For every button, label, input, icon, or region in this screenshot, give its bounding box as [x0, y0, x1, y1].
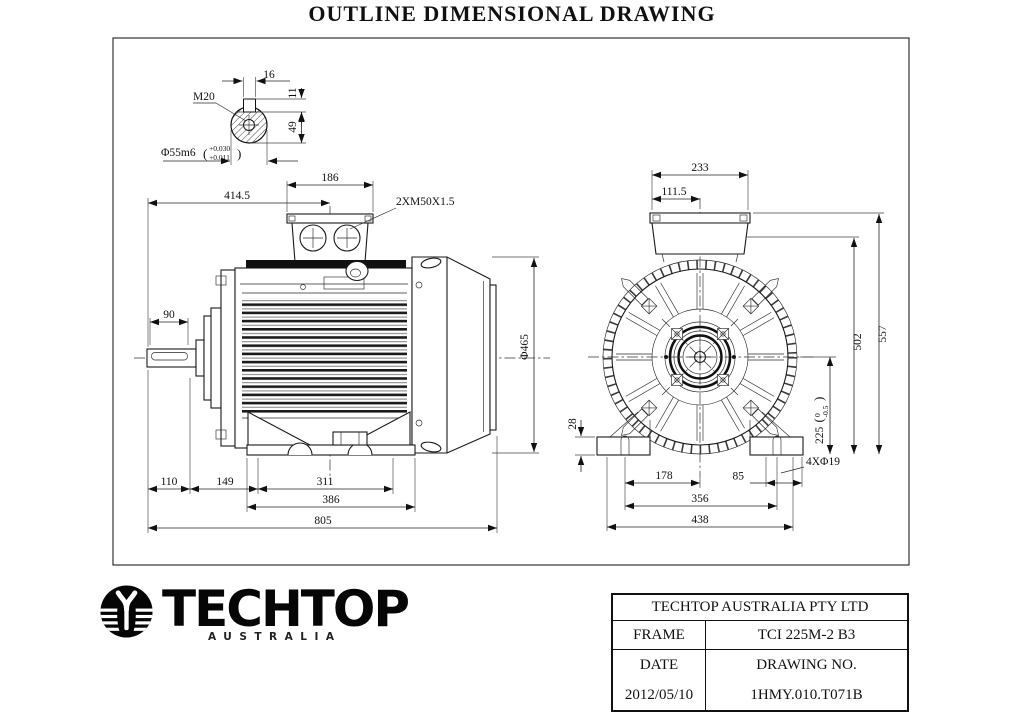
- dim-shaft-tol-upper: +0.030: [209, 144, 230, 153]
- dim-386: 386: [322, 494, 340, 506]
- dim-shaft-height-tol-lower: -0.5: [821, 405, 830, 417]
- dim-438: 438: [691, 514, 709, 526]
- dim-key-height: 11: [287, 87, 299, 98]
- dim-shaft-tol-lower: +0.011: [209, 153, 230, 162]
- dim-502: 502: [852, 333, 864, 351]
- logo-text: TECHTOP AUSTRALIA: [162, 580, 410, 643]
- sheet-border: [112, 37, 910, 566]
- dim-key-depth: 49: [287, 121, 299, 133]
- date-value: 2012/05/10: [624, 686, 694, 703]
- dim-28: 28: [567, 418, 579, 430]
- dim-110: 110: [161, 476, 178, 488]
- sh-paren-close: ): [811, 397, 826, 401]
- dim-178: 178: [655, 470, 673, 482]
- page-title: OUTLINE DIMENSIONAL DRAWING: [308, 1, 716, 26]
- dim-111: 111.5: [661, 186, 686, 198]
- drawing-no-value: 1HMY.010.T071B: [750, 686, 863, 703]
- dim-90: 90: [163, 309, 175, 321]
- tol-paren-close: ): [237, 146, 241, 161]
- side-view-dimensions: 414.5 186 2XM50X1.5 90 Φ465: [147, 172, 539, 533]
- logo-wordmark: TECHTOP: [162, 580, 410, 638]
- company-name: TECHTOP AUSTRALIA PTY LTD: [613, 595, 907, 621]
- label-cable-gland: 2XM50X1.5: [396, 196, 455, 208]
- dim-shaft-height-tol-upper: 0: [813, 413, 822, 417]
- techtop-logo: TECHTOP AUSTRALIA: [98, 580, 410, 643]
- dim-keyway-width: 16: [263, 69, 275, 81]
- dim-557: 557: [877, 325, 889, 343]
- dim-tap: M20: [193, 91, 215, 103]
- dim-186: 186: [321, 172, 339, 184]
- dim-311: 311: [317, 476, 334, 488]
- front-view-dimensions: 233 111.5 557 502 225 ( 0 -0.5 ): [567, 162, 889, 531]
- title-block: TECHTOP AUSTRALIA PTY LTD FRAME TCI 225M…: [611, 593, 909, 712]
- dim-233: 233: [691, 162, 709, 174]
- dim-356: 356: [691, 493, 709, 505]
- frame-value: TCI 225M-2 B3: [757, 626, 856, 643]
- dim-149: 149: [216, 476, 234, 488]
- techtop-logo-icon: [100, 585, 153, 638]
- dim-shaft-height: 225: [814, 427, 826, 445]
- motor-front-view: [588, 198, 815, 478]
- dim-shaft-dia: Φ55m6: [161, 147, 196, 159]
- motor-side-view: [134, 206, 550, 478]
- dim-85: 85: [733, 471, 745, 483]
- frame-label: FRAME: [613, 621, 706, 649]
- drawing-no-label: DRAWING NO.: [756, 656, 857, 673]
- logo-country: AUSTRALIA: [208, 631, 342, 643]
- sh-paren-open: (: [811, 418, 826, 422]
- label-foot-holes: 4XΦ19: [806, 456, 840, 468]
- date-label: DATE: [639, 656, 679, 673]
- dim-805: 805: [314, 515, 332, 527]
- dim-414: 414.5: [224, 190, 250, 202]
- shaft-section-detail: 16 M20 11 49 Φ55m6 ( +0.030 +0.011 ): [161, 69, 306, 165]
- dim-cowl-dia: Φ465: [519, 334, 531, 360]
- tol-paren-open: (: [203, 146, 207, 161]
